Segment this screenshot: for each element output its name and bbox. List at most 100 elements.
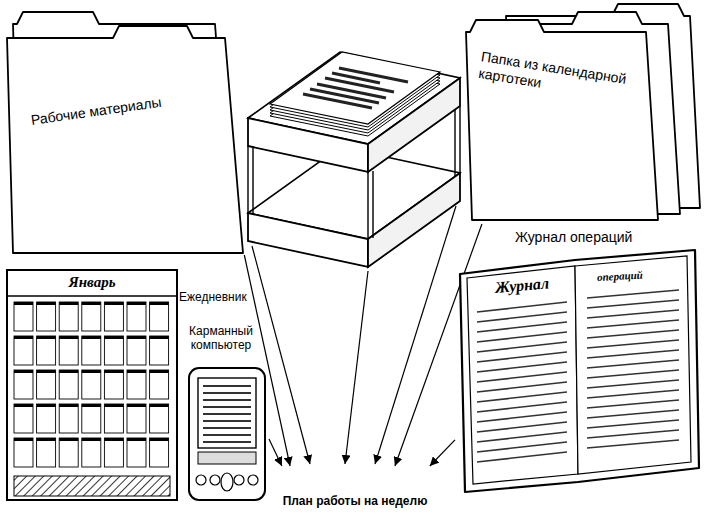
item-label: Карманный компьютер [183,324,259,353]
calendar-cell-bar [37,302,56,305]
pda-input-area [198,452,256,464]
lower-tray-side [368,173,460,267]
calendar-cell [127,370,146,399]
calendar-cell [150,370,169,399]
calendar-cell [150,404,169,433]
calendar-cell-bar [104,438,123,441]
upper-tray-front [248,118,368,172]
calendar-cell-bar [82,302,101,305]
calendar-cell-bar [127,404,146,407]
folder-outline [7,26,243,253]
calendar-cell [104,302,123,331]
calendar-cell-bar [127,438,146,441]
upper-tray-side [368,78,460,172]
book-page [575,256,691,474]
item-label: Ежедневник [179,290,247,304]
calendar-cell-bar [14,336,33,339]
calendar-cell-bar [82,370,101,373]
pda-body [189,368,265,500]
calendar-cell-bar [127,302,146,305]
tray-arrow [345,271,368,464]
flow-arrow [430,440,455,466]
calendar-cell-bar [37,438,56,441]
calendar-cell [127,438,146,467]
calendar-cell [150,438,169,467]
calendar-hatch-band [14,476,170,496]
calendar-cell-bar [14,302,33,305]
calendar-cell-bar [104,370,123,373]
folder-drawing [462,2,702,224]
calendar-header-rule [7,295,177,296]
month-heading: Январь [5,273,179,291]
calendar-cell-bar [104,336,123,339]
pda-nav-button [221,473,233,491]
folder-drawing [3,8,248,255]
calendar-cell [82,336,101,365]
calendar-cell [14,336,33,365]
calendar-cell-bar [37,336,56,339]
calendar-cell-bar [127,370,146,373]
calendar-cell [59,438,78,467]
pda-screen-lines [203,386,251,442]
calendar-cell-bar [150,370,169,373]
calendar-cell-bar [59,370,78,373]
lower-tray-front [248,213,368,267]
calendar-cell [82,370,101,399]
tray-arrow [375,206,456,464]
calendar-cell-bar [37,370,56,373]
pocket-computer: Карманный компьютер [183,322,269,502]
calendar-cell [82,438,101,467]
calendar-cell [104,404,123,433]
calendar-cell [104,438,123,467]
calendar-cell [150,302,169,331]
calendar-cell [150,336,169,365]
calendar-cell [14,370,33,399]
calendar-cell [127,404,146,433]
pda-screen [198,378,256,448]
calendar-cell-bar [59,336,78,339]
calendar-cell [59,336,78,365]
book-cover [460,250,699,492]
calendar-cell [82,404,101,433]
calendar-cell-bar [59,404,78,407]
calendar-cell [59,370,78,399]
calendar-cell [37,302,56,331]
paper-text-lines [303,68,408,108]
calendar-cell-bar [150,336,169,339]
pda-button [196,475,206,485]
pda-button [234,475,244,485]
book-page [467,266,578,484]
folder-outline [466,20,658,220]
calendar-cell [37,336,56,365]
calendar-cell [59,404,78,433]
calendar-cell-bar [150,404,169,407]
calendar-cell-bar [104,404,123,407]
calendar-cell-bar [104,302,123,305]
calendar-cell-bar [82,404,101,407]
journal-book-drawing [455,226,702,490]
output-text: План работы на неделю [270,494,440,508]
calendar-cell [127,302,146,331]
calendar-cell [127,336,146,365]
folder: Рабочие материалы [3,8,248,255]
calendar-cell [104,336,123,365]
folder: Папка из календарной картотеки [462,2,702,224]
calendar-cell [37,438,56,467]
calendar-cell [14,302,33,331]
pda-button [248,475,258,485]
pda-button [210,475,220,485]
item-label: Журнал операций [515,229,632,246]
calendar-cell-bar [82,336,101,339]
calendar-cell-bar [14,438,33,441]
calendar-cell [14,438,33,467]
journal-book: Журнал операцийЖурналопераций [455,226,702,490]
calendar-cell [37,370,56,399]
calendar-cell-bar [59,438,78,441]
book-title: операций [597,269,643,285]
calendar-cell-bar [37,404,56,407]
calendar-cell [14,404,33,433]
calendar-cell-bar [150,438,169,441]
calendar-sheet [7,270,177,500]
calendar-cell-bar [127,336,146,339]
calendar-cell [82,302,101,331]
